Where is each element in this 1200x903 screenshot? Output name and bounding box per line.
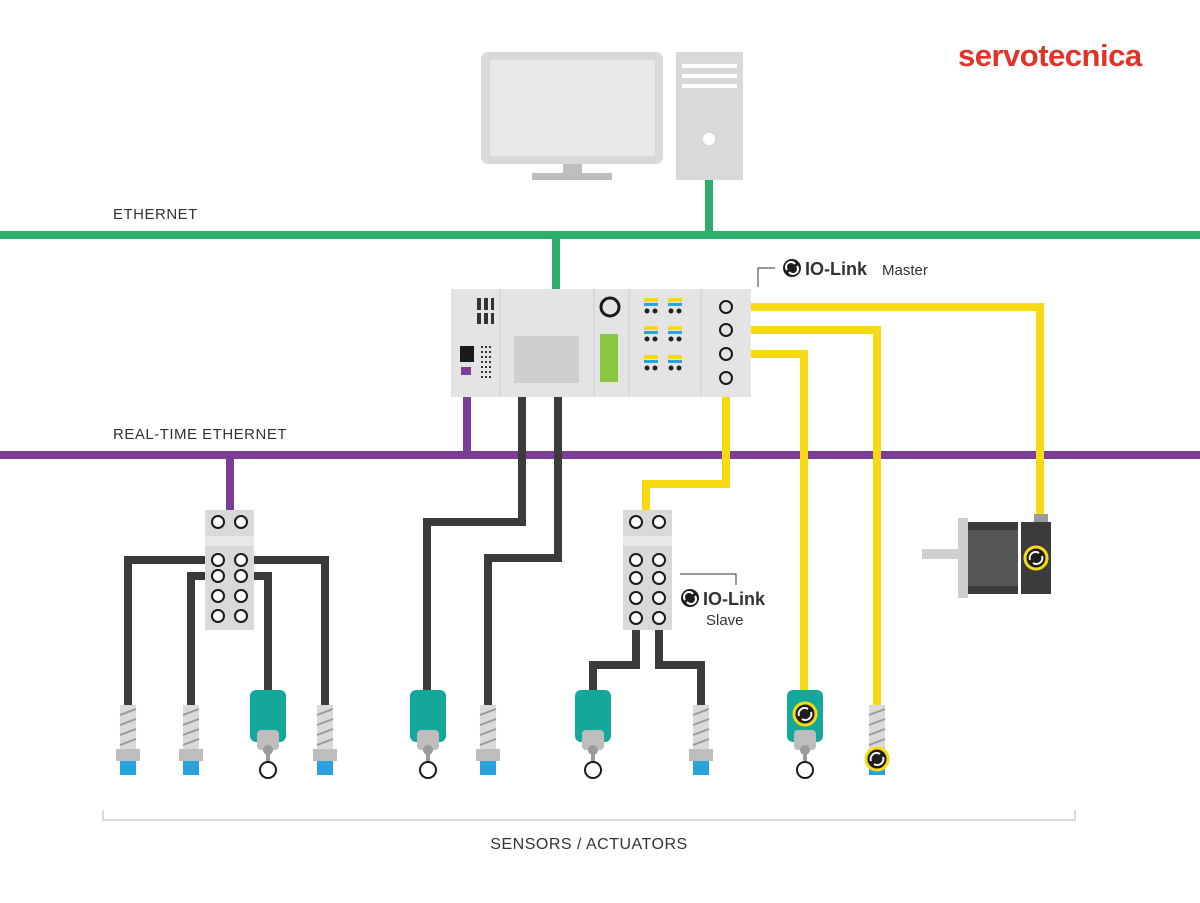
plc-icon <box>451 289 751 397</box>
ethernet-bus <box>0 180 1200 289</box>
actuator-icon <box>575 690 611 779</box>
io-channel-blocks <box>644 298 682 371</box>
io-module-icon <box>205 510 254 630</box>
iolink-logo-icon <box>783 259 801 277</box>
actuator-icon <box>250 690 286 779</box>
pc-tower-icon <box>676 52 743 180</box>
iolink-actuator-icon <box>787 690 823 779</box>
sensors-actuators-label: SENSORS / ACTUATORS <box>490 836 687 853</box>
servotecnica-logo: servotecnica <box>958 38 1143 73</box>
pc-monitor-icon <box>481 52 663 180</box>
iolink-master-ports <box>719 300 733 385</box>
sensors-bracket <box>102 810 1076 821</box>
master-callout-line <box>757 267 775 287</box>
iolink-slave-role: Slave <box>706 612 744 629</box>
iolink-cables <box>642 303 1044 705</box>
motor-icon <box>922 514 1051 598</box>
realtime-ethernet-label: REAL-TIME ETHERNET <box>113 426 287 443</box>
iolink-sensor-icon <box>864 705 890 775</box>
ethernet-label: ETHERNET <box>113 206 198 223</box>
sensor-icon <box>689 705 713 775</box>
sensor-icon <box>313 705 337 775</box>
sensor-icon <box>476 705 500 775</box>
iolink-logo-icon <box>681 589 699 607</box>
iolink-master-brand: IO-Link <box>805 259 868 279</box>
realtime-ethernet-bus <box>0 372 1200 512</box>
sensor-icon <box>116 705 140 775</box>
actuator-icon <box>410 690 446 779</box>
sensor-icon <box>179 705 203 775</box>
iolink-slave-module <box>623 510 672 630</box>
iolink-master-role: Master <box>882 262 928 279</box>
slave-callout-line <box>680 573 737 585</box>
iolink-slave-brand: IO-Link <box>703 589 766 609</box>
